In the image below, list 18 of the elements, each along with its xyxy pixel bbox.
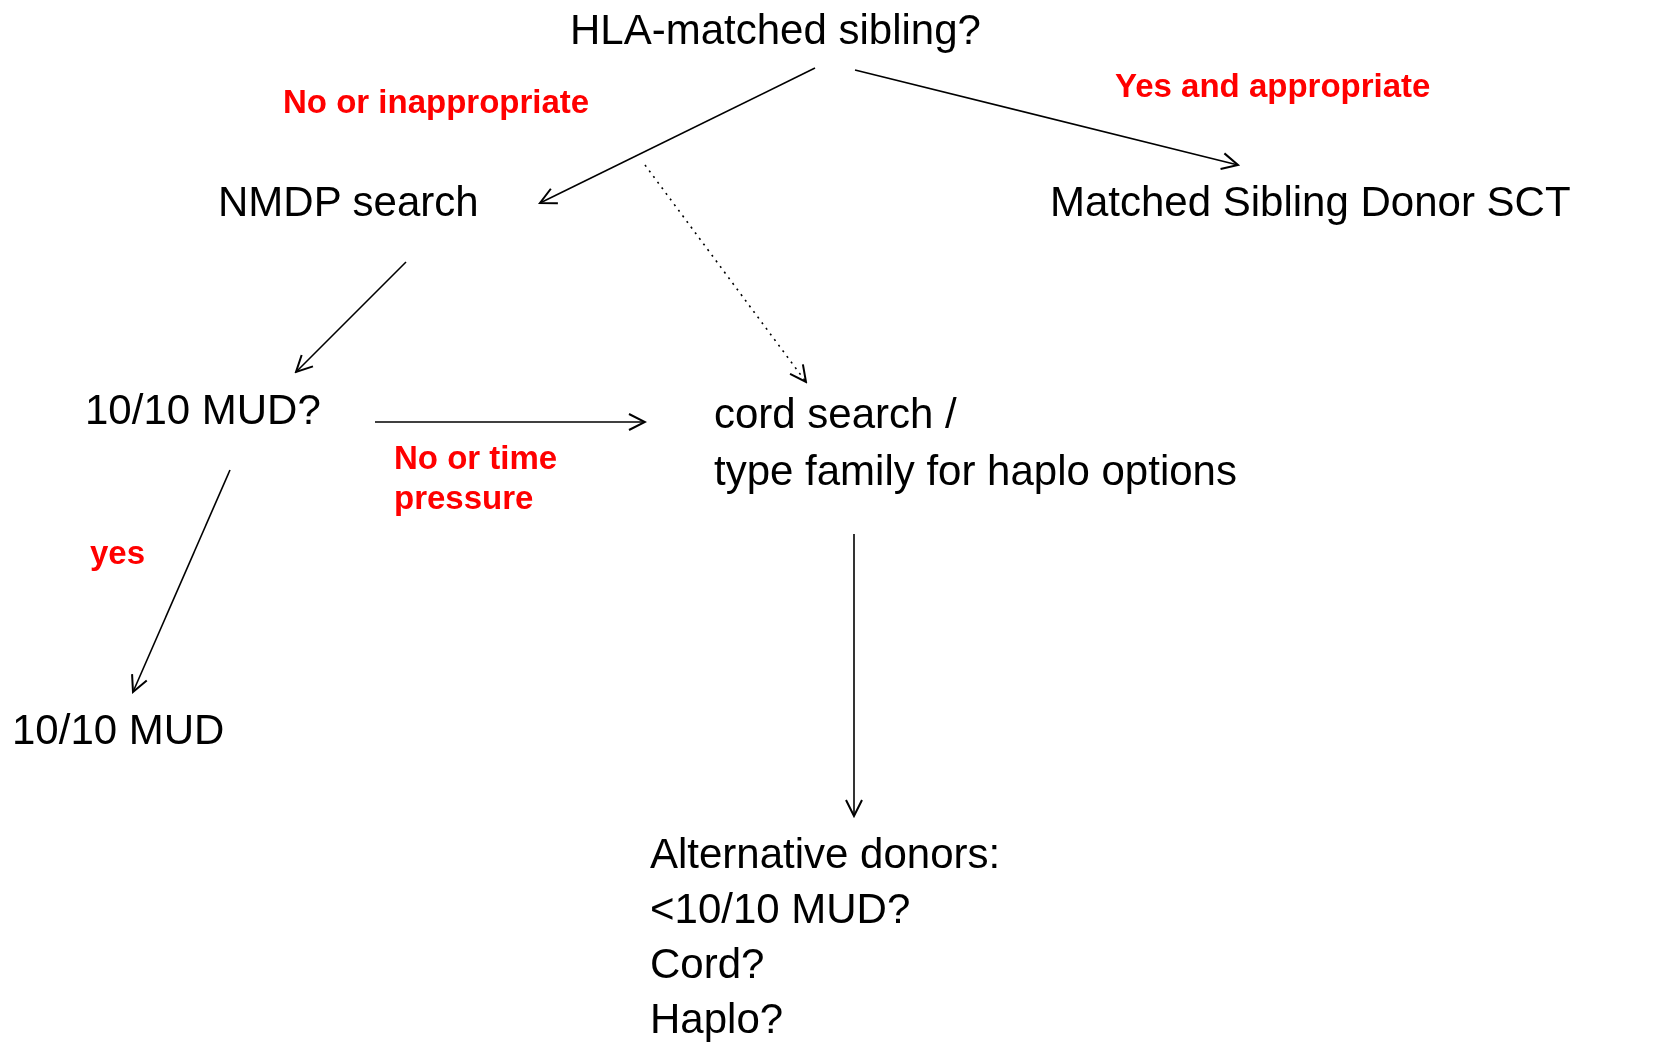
node-text: HLA-matched sibling? [570,5,981,55]
node-text: 10/10 MUD? [85,385,321,435]
node-text: Cord? [650,939,766,989]
node-text: NMDP search [218,177,479,227]
node-text: Matched Sibling Donor SCT [1050,177,1571,227]
node-text: Alternative donors: [650,829,1001,879]
arrow [295,261,407,373]
node-text: type family for haplo options [714,446,1237,496]
arrow [131,469,231,693]
arrow [374,413,646,431]
node-text: cord search / [714,389,958,439]
node-text: 10/10 MUD [12,705,225,755]
arrow [539,67,816,205]
dotted-arrow [644,164,807,383]
node-text: <10/10 MUD? [650,884,912,934]
arrow [845,533,863,817]
arrow [854,69,1239,170]
node-text: Haplo? [650,994,785,1044]
